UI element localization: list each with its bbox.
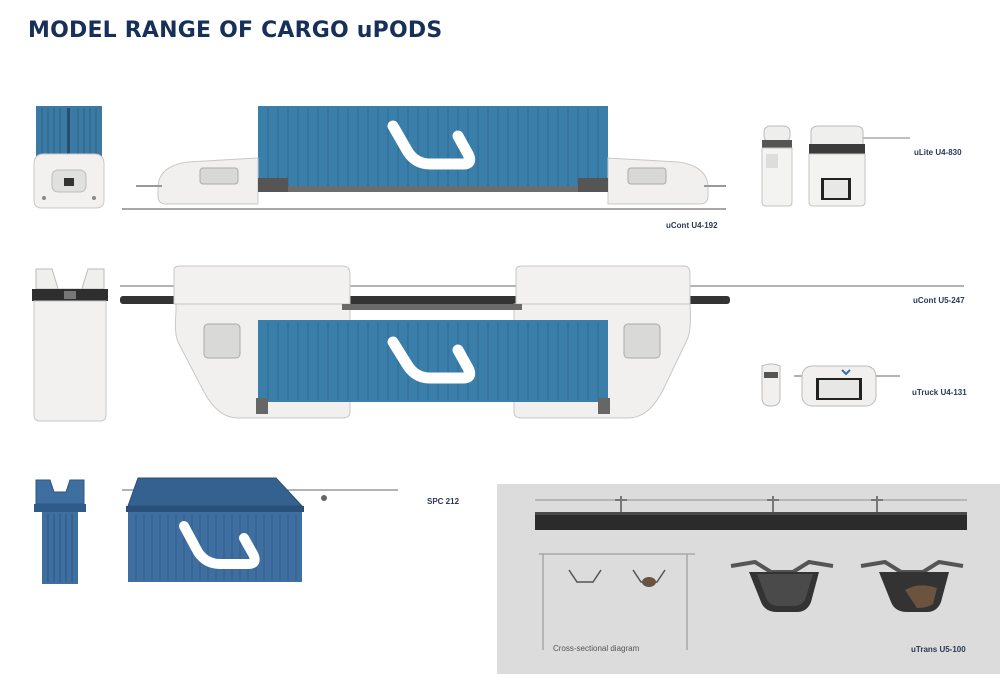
utrans-u5-100-label: uTrans U5-100 [911, 645, 966, 654]
ulite-u4-830-side-view [808, 125, 910, 207]
utrans-rail-view [535, 496, 967, 530]
utruck-u4-131-front-view [761, 363, 781, 407]
utruck-u4-131-side-view [794, 365, 900, 407]
utrans-pod-view-loaded [860, 559, 964, 612]
ucont-u5-247-side-view [120, 265, 964, 419]
ucont-u5-247-front-view [32, 268, 108, 422]
ucont-u4-192-side-view [122, 106, 726, 210]
utrans-panel: Cross-sectional diagram uTrans U5-100 [497, 484, 1000, 674]
utruck-u4-131-label: uTruck U4-131 [912, 388, 967, 397]
utrans-pod-view-empty [730, 559, 834, 612]
cross-sectional-diagram [539, 553, 695, 650]
page-title: MODEL RANGE OF CARGO uPODS [28, 18, 443, 43]
ulite-u4-830-front-view [761, 125, 793, 207]
spc-212-front-view [34, 479, 86, 584]
spc-212-side-view [122, 477, 398, 582]
ucont-u4-192-front-view [33, 106, 105, 209]
ulite-u4-830-label: uLite U4-830 [914, 148, 962, 157]
ucont-u5-247-label: uCont U5-247 [913, 296, 965, 305]
ucont-u4-192-label: uCont U4-192 [666, 221, 718, 230]
spc-212-label: SPC 212 [427, 497, 460, 506]
cross-sectional-diagram-caption: Cross-sectional diagram [553, 644, 640, 653]
